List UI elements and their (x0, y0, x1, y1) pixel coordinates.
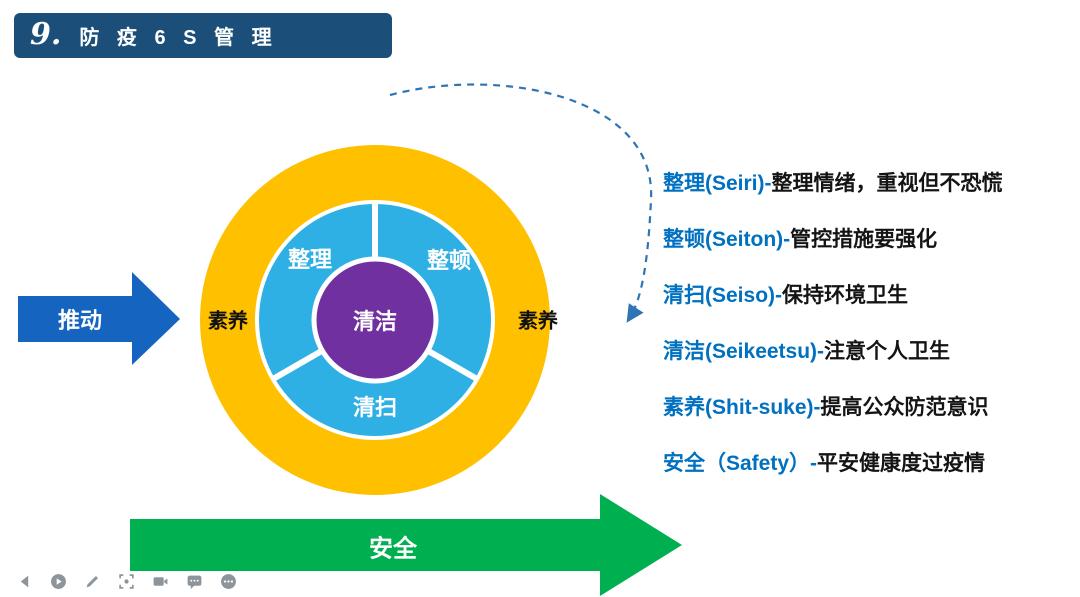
pencil-icon[interactable] (84, 573, 101, 590)
page-title: 防 疫 6 S 管 理 (79, 27, 278, 49)
back-icon[interactable] (16, 573, 33, 590)
sector-bottom-label: 清扫 (352, 395, 398, 420)
dashed-cycle-arrow-icon (389, 83, 653, 323)
center-label: 清洁 (352, 309, 398, 334)
safety-arrow (130, 494, 682, 596)
legend-desc: 管控措施要强化 (790, 228, 938, 251)
legend: 整理(Seiri)-整理情绪，重视但不恐慌 整顿(Seiton)-管控措施要强化… (663, 170, 1077, 506)
legend-desc: 提高公众防范意识 (820, 396, 989, 419)
ring-label-left: 素养 (208, 310, 248, 333)
sector-top-left-label: 整理 (287, 247, 333, 272)
center-circle (311, 256, 439, 384)
play-icon[interactable] (50, 573, 67, 590)
legend-item-seiketsu: 清洁(Seikeetsu)-注意个人卫生 (663, 338, 1077, 366)
ring-label-right: 素养 (518, 310, 558, 333)
legend-desc: 保持环境卫生 (782, 284, 909, 307)
legend-desc: 整理情绪，重视但不恐慌 (771, 172, 1003, 195)
legend-term: 清扫(Seiso)- (663, 284, 783, 307)
legend-desc: 平安健康度过疫情 (817, 452, 986, 475)
more-icon[interactable] (220, 573, 237, 590)
legend-item-seiri: 整理(Seiri)-整理情绪，重视但不恐慌 (663, 170, 1077, 198)
section-number: 9. (30, 17, 62, 52)
scan-icon[interactable] (118, 573, 135, 590)
push-arrow-label: 推动 (57, 308, 103, 333)
slide-header: 9. 防 疫 6 S 管 理 (14, 13, 392, 58)
legend-term: 整理(Seiri)- (663, 172, 772, 195)
safety-arrow-label: 安全 (369, 535, 417, 563)
push-arrow (18, 272, 180, 365)
camera-icon[interactable] (152, 573, 169, 590)
viewer-toolbar (16, 573, 237, 590)
legend-term: 整顿(Seiton)- (663, 228, 791, 251)
legend-desc: 注意个人卫生 (824, 340, 951, 363)
legend-item-seiton: 整顿(Seiton)-管控措施要强化 (663, 226, 1077, 254)
legend-item-seiso: 清扫(Seiso)-保持环境卫生 (663, 282, 1077, 310)
legend-term: 清洁(Seikeetsu)- (663, 340, 825, 363)
legend-item-shitsuke: 素养(Shit-suke)-提高公众防范意识 (663, 394, 1077, 422)
legend-term: 素养(Shit-suke)- (663, 396, 821, 419)
sector-top-right-label: 整顿 (426, 248, 472, 273)
legend-item-safety: 安全（Safety）-平安健康度过疫情 (663, 450, 1077, 478)
legend-term: 安全（Safety）- (663, 452, 818, 475)
chat-icon[interactable] (186, 573, 203, 590)
